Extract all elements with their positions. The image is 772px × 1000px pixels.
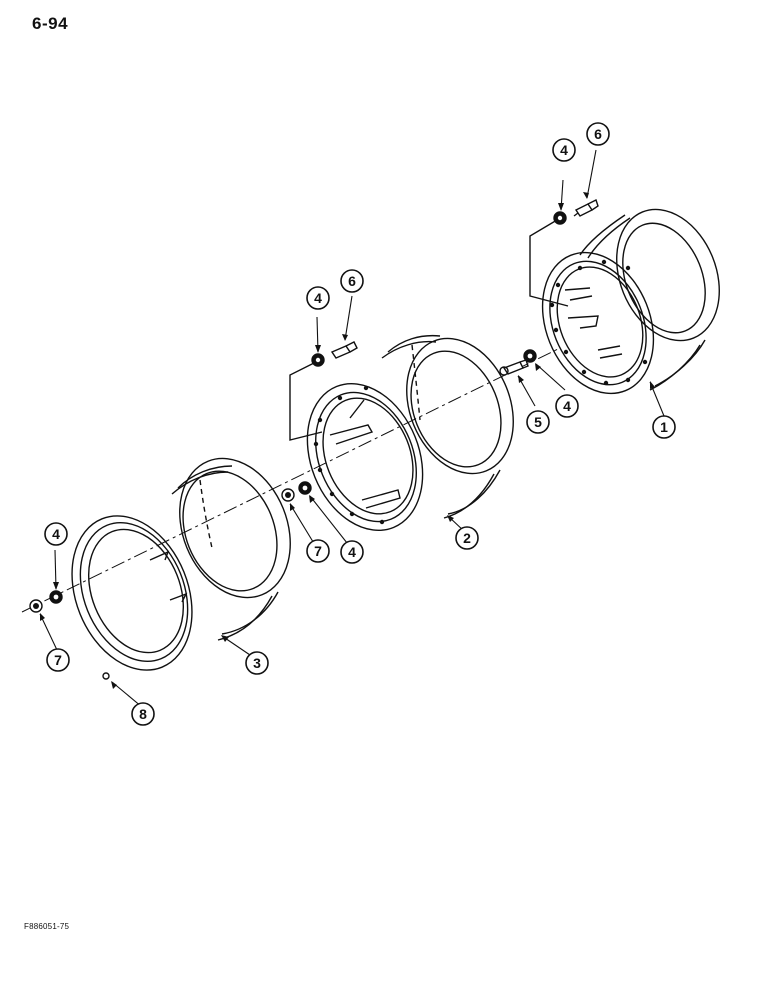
nut-4-top-right xyxy=(553,211,567,225)
svg-text:2: 2 xyxy=(463,530,471,546)
callout-4-left-inline: 4 xyxy=(44,522,68,546)
callout-4-top-right: 4 xyxy=(552,138,576,162)
bolt-6-top-right xyxy=(573,199,599,217)
figure-code: F886051-75 xyxy=(24,922,70,931)
page-number: 6-94 xyxy=(32,14,69,33)
nut-4-right-inline xyxy=(523,349,537,363)
callout-6-top-right: 6 xyxy=(586,122,610,146)
svg-text:3: 3 xyxy=(253,655,261,671)
callout-2: 2 xyxy=(455,526,479,550)
svg-text:4: 4 xyxy=(560,142,568,158)
nut-4-mid xyxy=(311,353,325,367)
bolt-6-mid xyxy=(330,341,358,359)
svg-text:4: 4 xyxy=(348,544,356,560)
nut-4-center-inline xyxy=(298,481,312,495)
leader-bracket-top-right xyxy=(529,219,569,307)
callout-5: 5 xyxy=(526,410,550,434)
part-8-valve xyxy=(102,672,110,680)
svg-text:6: 6 xyxy=(594,126,602,142)
svg-text:8: 8 xyxy=(139,706,147,722)
svg-text:7: 7 xyxy=(54,652,62,668)
bolt-5 xyxy=(499,359,529,376)
svg-text:4: 4 xyxy=(52,526,60,542)
callout-1: 1 xyxy=(652,415,676,439)
callout-8: 8 xyxy=(131,702,155,726)
leader-bracket-mid xyxy=(289,361,323,441)
svg-text:5: 5 xyxy=(534,414,542,430)
wheel-2-center-rim xyxy=(306,334,514,532)
callout-7-center: 7 xyxy=(306,539,330,563)
callout-4-center-inline: 4 xyxy=(340,540,364,564)
nut-7-center xyxy=(281,488,295,502)
svg-text:4: 4 xyxy=(563,398,571,414)
wheel-3-inner-rim xyxy=(71,457,291,671)
callout-7-left: 7 xyxy=(46,648,70,672)
svg-text:7: 7 xyxy=(314,543,322,559)
svg-text:6: 6 xyxy=(348,273,356,289)
callout-4-right-inline: 4 xyxy=(555,394,579,418)
svg-text:4: 4 xyxy=(314,290,322,306)
svg-text:1: 1 xyxy=(660,419,668,435)
axis-centerline xyxy=(21,347,561,613)
callout-4-mid: 4 xyxy=(306,286,330,310)
wheel-1-outer-rim xyxy=(541,208,720,395)
nut-7-left xyxy=(29,599,43,613)
nut-4-left-inline xyxy=(49,590,63,604)
callout-6-mid: 6 xyxy=(340,269,364,293)
leader-arrowheads xyxy=(40,192,655,689)
callout-3: 3 xyxy=(245,651,269,675)
